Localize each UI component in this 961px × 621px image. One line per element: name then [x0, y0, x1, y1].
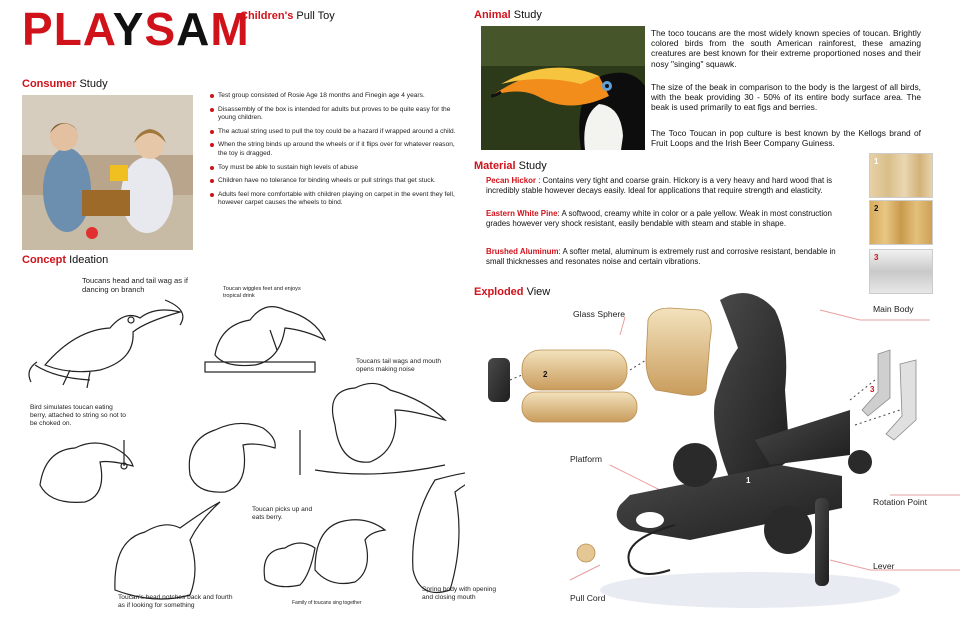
material-item-hickory: Pecan Hickor : Contains very tight and c…: [486, 176, 856, 197]
consumer-bullet: Disassembly of the box is intended for a…: [210, 106, 460, 123]
logo-letter: M: [210, 3, 250, 55]
label-platform: Platform: [570, 454, 602, 464]
pine-swatch: 2: [869, 200, 933, 245]
children-playing-photo: [22, 95, 193, 250]
concept-caption: Toucans head and tail wag as if dancing …: [82, 276, 188, 294]
label-pull-cord: Pull Cord: [570, 593, 606, 603]
material-separator: :: [557, 209, 562, 218]
logo-letter: A: [82, 3, 113, 55]
part-number-1: 1: [746, 476, 751, 485]
part-number-3: 3: [870, 385, 875, 394]
concept-caption: Bird simulates toucan eating berry, atta…: [30, 404, 126, 427]
swatch-number: 1: [874, 157, 879, 166]
concept-heading-rest: Ideation: [69, 254, 109, 266]
concept-caption: Toucan's head notches back and fourth as…: [118, 594, 233, 609]
exploded-heading-rest: View: [526, 286, 551, 298]
exploded-view-heading: Exploded View: [474, 286, 550, 298]
material-description: Contains very tight and coarse grain. Hi…: [486, 176, 833, 196]
hickory-swatch: 1: [869, 153, 933, 198]
consumer-bullet: Toy must be able to sustain high levels …: [210, 164, 460, 173]
logo-letter: L: [53, 3, 83, 55]
concept-sketches: [28, 299, 465, 600]
exploded-heading-accent: Exploded: [474, 286, 524, 298]
logo-letter: P: [22, 3, 54, 55]
logo-text: PLAYSAM: [22, 3, 250, 55]
subtitle-rest: Pull Toy: [296, 10, 335, 22]
material-separator: :: [536, 176, 543, 185]
material-name: Pecan Hickor: [486, 176, 536, 185]
material-separator: :: [558, 247, 563, 256]
animal-heading-rest: Study: [513, 9, 542, 21]
animal-paragraph: The toco toucans are the most widely kno…: [651, 28, 921, 69]
consumer-findings-list: Test group consisted of Rosie Age 18 mon…: [210, 92, 460, 213]
consumer-heading-rest: Study: [79, 78, 108, 90]
material-name: Brushed Aluminum: [486, 247, 559, 256]
consumer-bullet: Adults feel more comfortable with childr…: [210, 191, 460, 208]
material-description: A softer metal, aluminum is extremely ru…: [486, 247, 836, 267]
concept-caption: Toucan picks up and eats berry.: [252, 506, 313, 521]
subtitle-accent: Children's: [240, 10, 294, 22]
concept-caption: Toucan wiggles feet and enjoys tropical …: [223, 286, 301, 299]
label-lever: Lever: [873, 561, 895, 571]
swatch-number: 2: [874, 204, 879, 213]
swatch-number: 3: [874, 253, 879, 262]
part-number-2: 2: [543, 370, 548, 379]
material-study-heading: Material Study: [474, 160, 547, 172]
animal-heading-accent: Animal: [474, 9, 511, 21]
concept-heading-accent: Concept: [22, 254, 66, 266]
concept-caption: Family of toucans sing together: [292, 600, 362, 606]
animal-study-heading: Animal Study: [474, 9, 542, 21]
consumer-bullet: When the string binds up around the whee…: [210, 141, 460, 158]
toucan-photo: [481, 26, 645, 150]
animal-paragraph: The size of the beak in comparison to th…: [651, 82, 921, 113]
logo-letter: S: [144, 3, 177, 55]
material-description: A softwood, creamy white in color or a p…: [486, 209, 832, 229]
consumer-study-heading: Consumer Study: [22, 78, 108, 90]
material-heading-accent: Material: [474, 160, 516, 172]
material-item-aluminum: Brushed Aluminum: A softer metal, alumin…: [486, 247, 856, 268]
consumer-heading-accent: Consumer: [22, 78, 77, 90]
concept-caption: Toucans tail wags and mouth opens making…: [356, 358, 442, 373]
logo-letter: Y: [112, 3, 145, 55]
logo-letter: A: [176, 3, 211, 55]
exploded-view-drawing: 2 1 3: [488, 292, 960, 608]
page-subtitle: Children's Pull Toy: [240, 10, 335, 22]
consumer-bullet: The actual string used to pull the toy c…: [210, 128, 460, 137]
consumer-bullet: Test group consisted of Rosie Age 18 mon…: [210, 92, 460, 101]
animal-paragraph: The Toco Toucan in pop culture is best k…: [651, 128, 921, 149]
label-glass-sphere: Glass Sphere: [573, 309, 626, 319]
consumer-bullet: Children have no tolerance for binding w…: [210, 177, 460, 186]
material-item-pine: Eastern White Pine: A softwood, creamy w…: [486, 209, 856, 230]
concept-ideation-heading: Concept Ideation: [22, 254, 108, 266]
aluminum-swatch: 3: [869, 249, 933, 294]
playsam-logo: PLAYSAM: [22, 4, 250, 54]
concept-caption: Spring body with opening and closing mou…: [422, 586, 497, 601]
label-main-body: Main Body: [873, 304, 914, 314]
material-name: Eastern White Pine: [486, 209, 558, 218]
label-rotation-point: Rotation Point: [873, 497, 927, 507]
material-heading-rest: Study: [518, 160, 547, 172]
